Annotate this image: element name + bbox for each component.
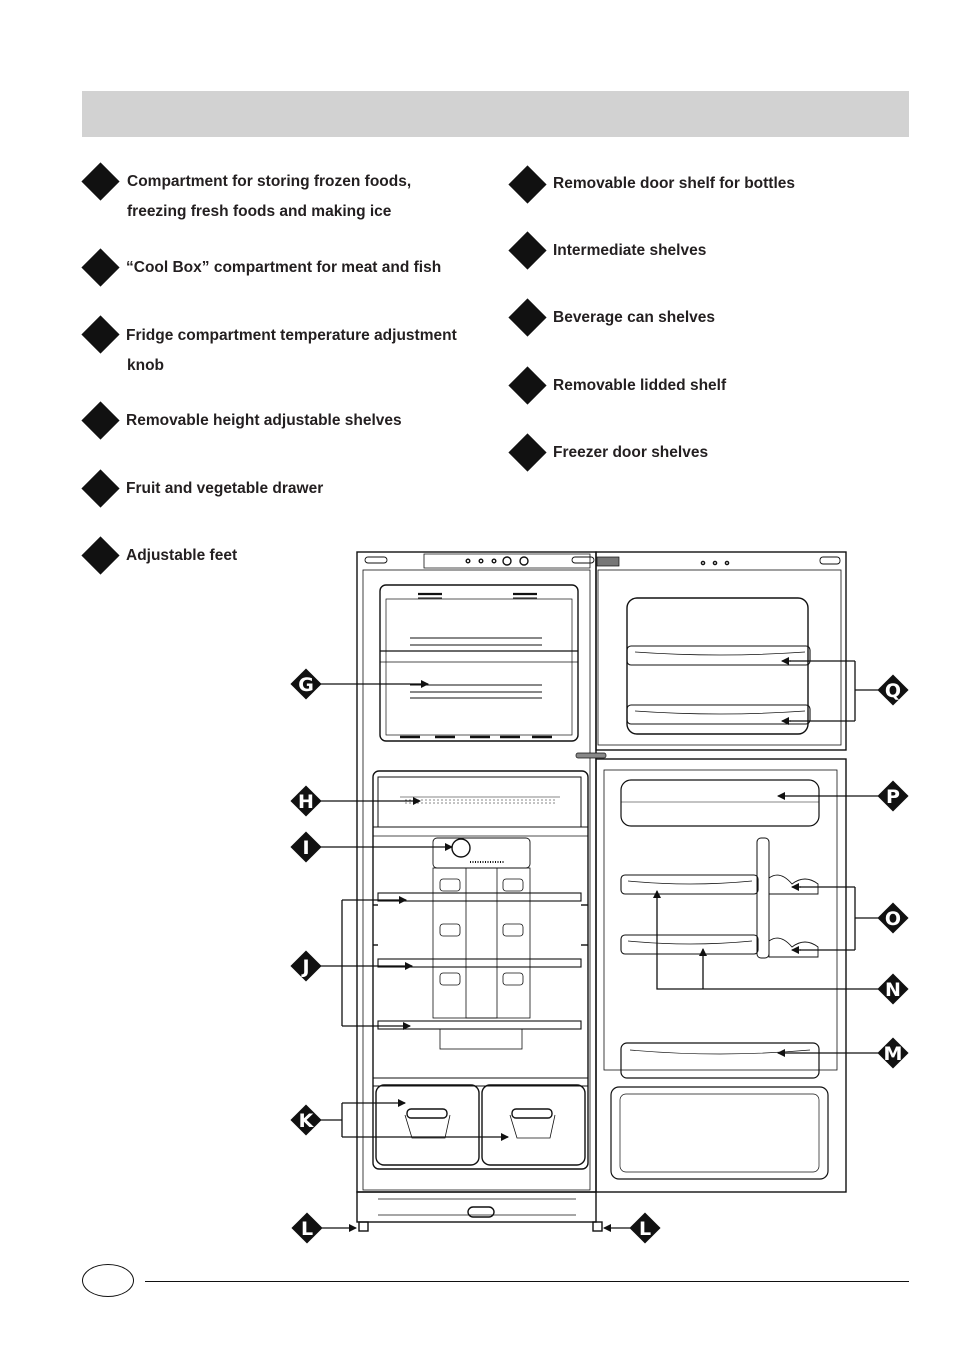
callout-m: M [877, 1037, 909, 1069]
page-number-oval [82, 1264, 134, 1297]
legend-item-temperature-knob: Fridge compartment temperature adjustmen… [126, 321, 457, 381]
svg-text:L: L [301, 1218, 313, 1240]
legend-item-bottle-shelf: Removable door shelf for bottles [553, 169, 795, 199]
svg-text:M: M [884, 1043, 903, 1065]
svg-text:H: H [298, 791, 314, 813]
svg-text:O: O [885, 908, 901, 930]
legend-line: Adjustable feet [126, 547, 238, 564]
svg-text:L: L [639, 1218, 651, 1240]
legend-line: “Cool Box” compartment for meat and fish [126, 259, 442, 276]
legend-line: Freezer door shelves [553, 444, 709, 461]
legend-item-lidded-shelf: Removable lidded shelf [553, 371, 726, 401]
svg-text:N: N [885, 979, 901, 1001]
svg-text:P: P [886, 786, 900, 808]
callout-o: O [877, 902, 909, 934]
legend-item-adjustable-shelves: Removable height adjustable shelves [126, 406, 402, 436]
fridge-body [356, 551, 847, 1232]
legend-line: Removable door shelf for bottles [553, 175, 796, 192]
callout-k: K [290, 1104, 322, 1136]
callout-q: Q [877, 674, 909, 706]
svg-text:Q: Q [885, 680, 901, 702]
legend-line: Fruit and vegetable drawer [126, 480, 324, 497]
svg-text:G: G [298, 674, 314, 696]
legend-line: Fridge compartment temperature adjustmen… [126, 327, 457, 344]
legend-line: Beverage can shelves [553, 309, 715, 326]
callout-l-right: L [629, 1212, 661, 1244]
legend-line: Removable lidded shelf [553, 377, 727, 394]
legend-item-intermediate-shelves: Intermediate shelves [553, 236, 706, 266]
legend-item-frozen-compartment: Compartment for storing frozen foods, fr… [127, 167, 411, 227]
callout-n: N [877, 973, 909, 1005]
callout-leaders [320, 657, 878, 1232]
callout-i: I [290, 831, 322, 863]
callout-g: G [290, 668, 322, 700]
legend-line: knob [127, 357, 165, 374]
legend-line: Intermediate shelves [553, 242, 707, 259]
legend-item-fruit-drawer: Fruit and vegetable drawer [126, 474, 323, 504]
legend-item-cool-box: “Cool Box” compartment for meat and fish [126, 253, 441, 283]
callout-p: P [877, 780, 909, 812]
header-bar [82, 91, 909, 137]
svg-text:J: J [300, 956, 309, 978]
callout-l-left: L [291, 1212, 323, 1244]
legend-line: Compartment for storing frozen foods, [127, 173, 412, 190]
legend-item-can-shelves: Beverage can shelves [553, 303, 715, 333]
callout-h: H [290, 785, 322, 817]
svg-text:I: I [302, 837, 309, 859]
legend-line: freezing fresh foods and making ice [127, 203, 392, 220]
footer-rule [145, 1281, 909, 1282]
svg-text:K: K [299, 1110, 315, 1132]
legend-item-adjustable-feet: Adjustable feet [126, 541, 237, 571]
legend-item-freezer-door-shelves: Freezer door shelves [553, 438, 708, 468]
legend-line: Removable height adjustable shelves [126, 412, 402, 429]
callout-j: J [290, 950, 322, 982]
